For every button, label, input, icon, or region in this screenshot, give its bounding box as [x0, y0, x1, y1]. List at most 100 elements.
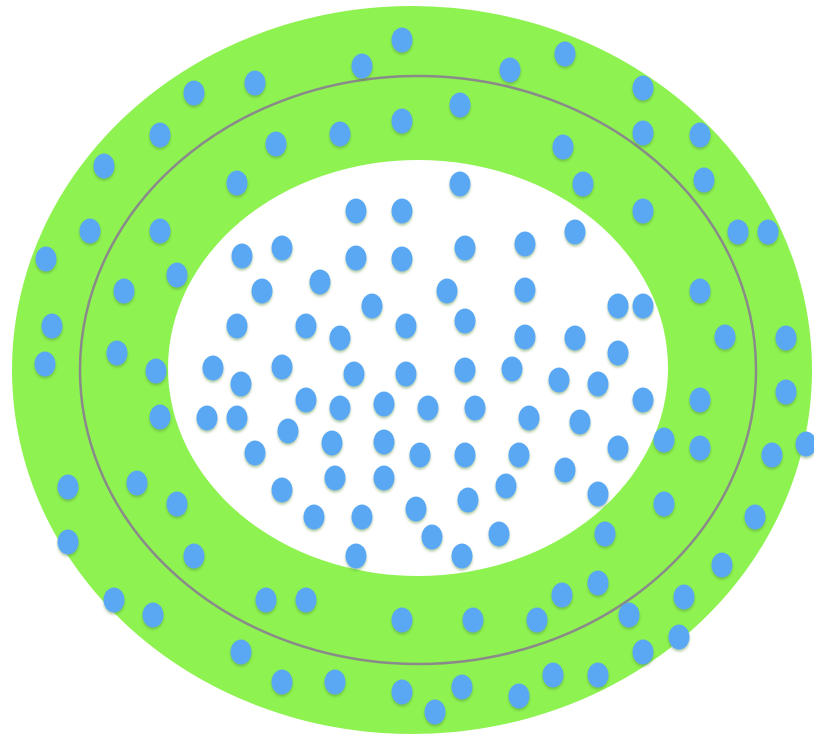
blue-dot — [184, 544, 205, 569]
blue-dot — [455, 236, 476, 261]
blue-dot — [346, 544, 367, 569]
blue-dot — [450, 172, 471, 197]
blue-dot — [346, 246, 367, 271]
blue-dot — [543, 663, 564, 688]
blue-dot — [396, 362, 417, 387]
blue-dot — [654, 492, 675, 517]
blue-dot — [322, 431, 343, 456]
blue-dot — [555, 42, 576, 67]
blue-dot — [325, 466, 346, 491]
blue-dot — [552, 583, 573, 608]
blue-dot — [245, 71, 266, 96]
blue-dot — [549, 368, 570, 393]
blue-dot — [231, 640, 252, 665]
blue-dot — [272, 478, 293, 503]
blue-dot — [633, 199, 654, 224]
blue-dot — [728, 220, 749, 245]
blue-dot — [406, 497, 427, 522]
blue-dot — [362, 294, 383, 319]
blue-dot — [58, 475, 79, 500]
blue-dot — [80, 219, 101, 244]
blue-dot — [352, 505, 373, 530]
blue-dot — [515, 278, 536, 303]
blue-dot — [496, 474, 517, 499]
blue-dot — [633, 121, 654, 146]
blue-dot — [272, 355, 293, 380]
blue-dot — [608, 294, 629, 319]
blue-dot — [573, 172, 594, 197]
blue-dot — [463, 608, 484, 633]
blue-dot — [374, 392, 395, 417]
blue-dot — [150, 123, 171, 148]
blue-dot — [150, 405, 171, 430]
blue-dot — [330, 122, 351, 147]
blue-dot — [633, 76, 654, 101]
blue-dot — [762, 443, 783, 468]
blue-dot — [489, 522, 510, 547]
blue-dot — [455, 309, 476, 334]
blue-dot — [465, 396, 486, 421]
blue-dot — [455, 443, 476, 468]
blue-dot — [437, 279, 458, 304]
blue-dot — [310, 270, 331, 295]
blue-dot — [515, 232, 536, 257]
blue-dot — [458, 488, 479, 513]
blue-dot — [633, 640, 654, 665]
blue-dot — [304, 505, 325, 530]
blue-dot — [452, 544, 473, 569]
blue-dot — [296, 588, 317, 613]
blue-dot — [374, 466, 395, 491]
blue-dot — [325, 670, 346, 695]
blue-dot — [565, 220, 586, 245]
blue-dot — [330, 396, 351, 421]
blue-dot — [352, 54, 373, 79]
blue-dot — [588, 482, 609, 507]
blue-dot — [410, 443, 431, 468]
blue-dot — [252, 279, 273, 304]
blue-dot — [425, 700, 446, 725]
blue-dot — [758, 220, 779, 245]
blue-dot — [392, 199, 413, 224]
blue-dot — [272, 670, 293, 695]
blue-dot — [608, 341, 629, 366]
blue-dot — [776, 380, 797, 405]
blue-dot — [565, 326, 586, 351]
blue-dot — [392, 680, 413, 705]
blue-dot — [197, 406, 218, 431]
blue-dot — [452, 675, 473, 700]
blue-dot — [418, 396, 439, 421]
blue-dot — [146, 359, 167, 384]
blue-dot — [94, 154, 115, 179]
blue-dot — [392, 247, 413, 272]
blue-dot — [745, 505, 766, 530]
blue-dot — [669, 625, 690, 650]
blue-dot — [690, 436, 711, 461]
blue-dot — [256, 588, 277, 613]
blue-dot — [392, 28, 413, 53]
blue-dot — [588, 372, 609, 397]
blue-dot — [776, 326, 797, 351]
blue-dot — [107, 341, 128, 366]
blue-dot — [392, 608, 413, 633]
blue-dot — [654, 428, 675, 453]
blue-dot — [396, 314, 417, 339]
blue-dot — [595, 522, 616, 547]
blue-dot — [296, 388, 317, 413]
blue-dot — [272, 236, 293, 261]
blue-dot — [455, 358, 476, 383]
blue-dot — [515, 325, 536, 350]
blue-dot — [674, 585, 695, 610]
blue-dot — [633, 294, 654, 319]
blue-dot — [227, 314, 248, 339]
blue-dot — [392, 109, 413, 134]
blue-dot — [690, 123, 711, 148]
blue-dot — [509, 684, 530, 709]
blue-dot — [450, 93, 471, 118]
blue-dot — [227, 406, 248, 431]
blue-dot — [715, 325, 736, 350]
blue-dot — [167, 492, 188, 517]
blue-dot — [502, 357, 523, 382]
blue-dot — [266, 132, 287, 157]
blue-dot — [553, 135, 574, 160]
